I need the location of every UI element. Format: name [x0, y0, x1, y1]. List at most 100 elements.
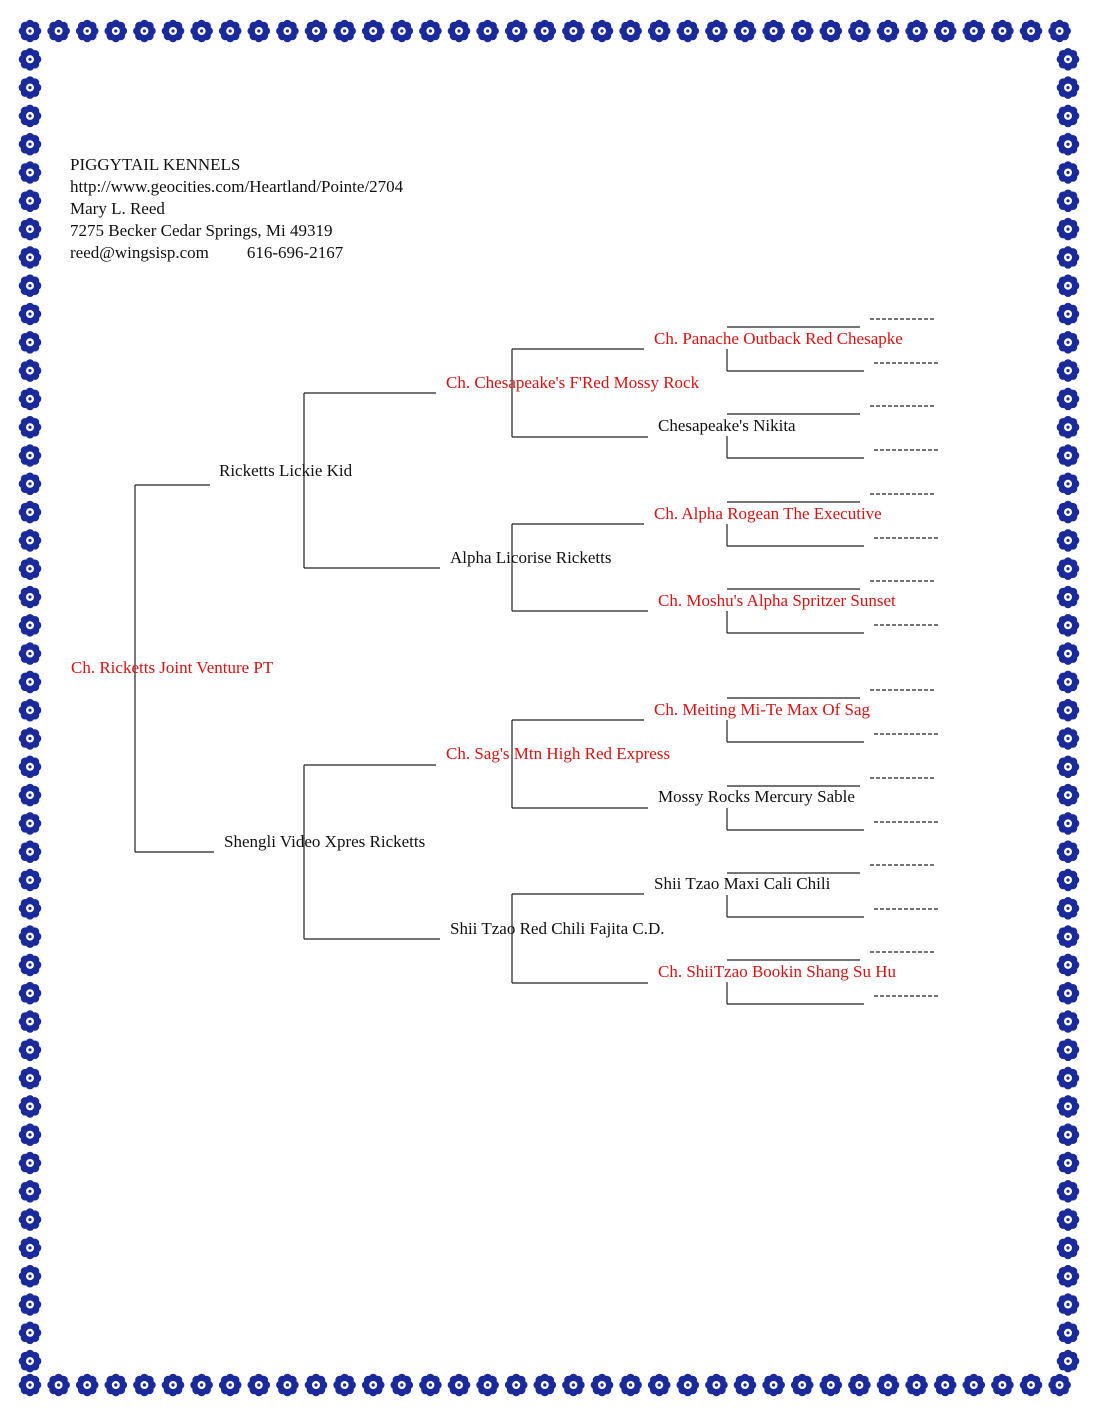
border-flower-icon — [504, 19, 528, 43]
border-flower-icon — [504, 1373, 528, 1397]
border-flower-icon — [733, 1373, 757, 1397]
border-flower-icon — [18, 840, 42, 863]
border-flower-icon — [1056, 1321, 1080, 1345]
border-flower-icon — [18, 1321, 42, 1345]
great-grandparent-name: Ch. Alpha Rogean The Executive — [654, 504, 882, 523]
border-flower-icon — [476, 19, 499, 43]
border-flower-icon — [361, 1373, 385, 1397]
dog-name: Ch. Ricketts Joint Venture PT — [71, 658, 274, 677]
border-flower-icon — [1048, 19, 1071, 43]
border-flower-icon — [962, 19, 986, 43]
border-flower-icon — [562, 19, 585, 43]
border-flower-icon — [18, 132, 42, 156]
border-flower-icon — [75, 19, 99, 43]
border-flower-icon — [590, 19, 614, 43]
border-flower-icon — [647, 1373, 671, 1397]
border-flower-icon — [190, 19, 213, 43]
border-flower-icon — [18, 1264, 42, 1288]
owner-email[interactable]: reed@wingsisp.com — [70, 243, 209, 262]
border-flower-icon — [619, 1373, 642, 1397]
border-flower-icon — [18, 925, 42, 948]
border-flower-icon — [1056, 1066, 1080, 1090]
border-flower-icon — [1056, 132, 1080, 156]
border-flower-icon — [676, 19, 700, 43]
border-flower-icon — [18, 1038, 42, 1062]
border-flower-icon — [18, 585, 42, 609]
border-flower-icon — [1056, 840, 1080, 863]
border-flower-icon — [47, 19, 70, 43]
border-flower-icon — [1056, 1095, 1080, 1118]
border-flower-icon — [47, 1373, 70, 1397]
border-flower-icon — [733, 19, 757, 43]
border-flower-icon — [705, 1373, 728, 1397]
owner-address: 7275 Becker Cedar Springs, Mi 49319 — [70, 221, 333, 240]
border-flower-icon — [18, 48, 42, 71]
border-flower-icon — [419, 1373, 442, 1397]
border-flower-icon — [1056, 1038, 1080, 1062]
owner-name: Mary L. Reed — [70, 199, 165, 218]
border-flower-icon — [18, 1095, 42, 1118]
border-flower-icon — [1056, 670, 1080, 694]
border-flower-icon — [1056, 897, 1080, 920]
dam-name: Shengli Video Xpres Ricketts — [224, 832, 426, 851]
border-flower-icon — [18, 897, 42, 920]
border-flower-icon — [647, 19, 671, 43]
border-flower-icon — [18, 1349, 42, 1373]
border-flower-icon — [18, 1236, 42, 1260]
border-flower-icon — [1056, 557, 1080, 580]
border-flower-icon — [18, 642, 42, 665]
kennel-url[interactable]: http://www.geocities.com/Heartland/Point… — [70, 177, 404, 196]
border-flower-icon — [18, 359, 42, 382]
owner-phone: 616-696-2167 — [246, 243, 344, 262]
border-flower-icon — [962, 1373, 986, 1397]
border-flower-icon — [1056, 415, 1080, 439]
border-flower-icon — [18, 217, 42, 241]
border-flower-icon — [991, 19, 1014, 43]
border-flower-icon — [18, 812, 42, 835]
border-flower-icon — [1056, 444, 1080, 467]
border-flower-icon — [1056, 585, 1080, 609]
border-flower-icon — [933, 19, 957, 43]
border-flower-icon — [1056, 1010, 1080, 1033]
border-flower-icon — [1056, 359, 1080, 382]
border-flower-icon — [104, 1373, 128, 1397]
border-flower-icon — [18, 1066, 42, 1090]
border-flower-icon — [1056, 698, 1080, 722]
border-flower-icon — [18, 1208, 42, 1231]
border-flower-icon — [1056, 48, 1080, 71]
border-flower-icon — [304, 19, 328, 43]
border-flower-icon — [447, 1373, 471, 1397]
border-flower-icon — [562, 1373, 585, 1397]
border-flower-icon — [18, 868, 42, 892]
border-flower-icon — [1056, 104, 1080, 128]
border-flower-icon — [18, 331, 42, 354]
great-grandparent-name: Chesapeake's Nikita — [658, 416, 796, 435]
border-flower-icon — [1056, 925, 1080, 948]
kennel-header: PIGGYTAIL KENNELS http://www.geocities.c… — [70, 154, 403, 264]
border-flower-icon — [18, 189, 42, 213]
border-flower-icon — [819, 1373, 843, 1397]
sire-name: Ricketts Lickie Kid — [219, 461, 353, 480]
sire-dam-name: Alpha Licorise Ricketts — [450, 548, 612, 567]
border-flower-icon — [676, 1373, 700, 1397]
border-flower-icon — [1056, 472, 1080, 496]
border-flower-icon — [18, 755, 42, 779]
border-flower-icon — [1056, 76, 1080, 99]
border-flower-icon — [1056, 1123, 1080, 1146]
border-flower-icon — [133, 1373, 156, 1397]
great-grandparent-name: Shii Tzao Maxi Cali Chili — [654, 874, 831, 893]
border-flower-icon — [790, 19, 814, 43]
border-flower-icon — [304, 1373, 328, 1397]
great-grandparent-name: Ch. Moshu's Alpha Spritzer Sunset — [658, 591, 896, 610]
border-flower-icon — [18, 1373, 42, 1397]
border-flower-icon — [218, 1373, 242, 1397]
border-flower-icon — [18, 76, 42, 99]
border-flower-icon — [18, 246, 42, 269]
border-flower-icon — [190, 1373, 213, 1397]
border-flower-icon — [1056, 868, 1080, 892]
border-flower-icon — [18, 274, 42, 298]
border-flower-icon — [1056, 500, 1080, 524]
border-flower-icon — [333, 19, 356, 43]
